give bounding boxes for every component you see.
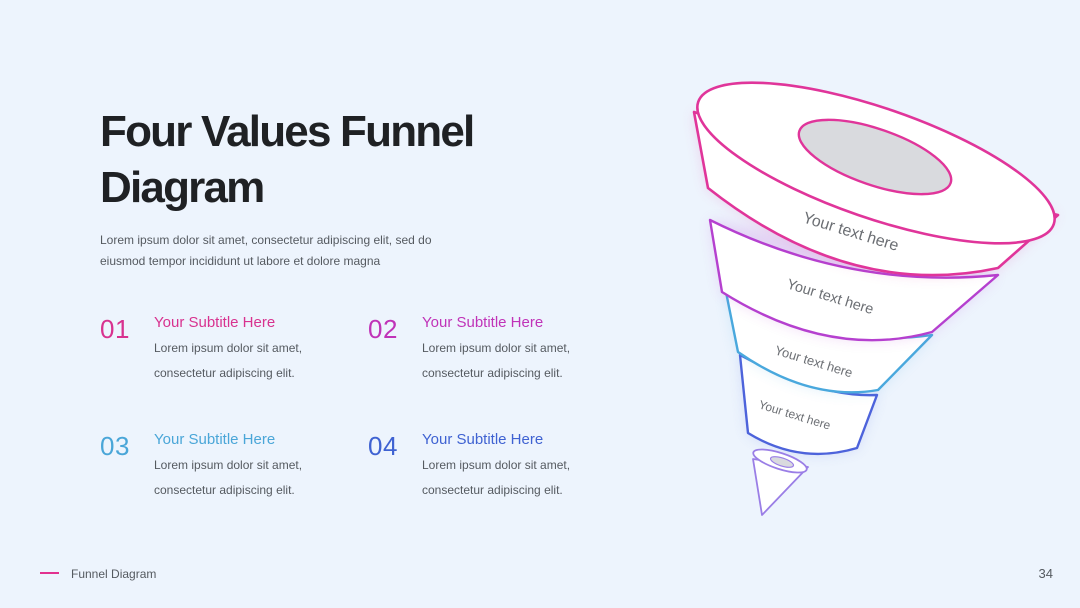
intro-paragraph: Lorem ipsum dolor sit amet, consectetur … (100, 233, 432, 268)
footer-label: Funnel Diagram (71, 567, 157, 581)
value-number: 02 (368, 314, 398, 344)
value-number: 04 (368, 431, 398, 461)
value-subtitle: Your Subtitle Here (422, 314, 544, 331)
funnel-level-1: Your text here (692, 81, 1060, 277)
value-subtitle: Your Subtitle Here (154, 314, 276, 331)
funnel-level-2: Your text here (708, 218, 1000, 342)
funnel-tip (752, 448, 809, 516)
funnel-opening (797, 118, 953, 196)
funnel-diagram: Your text here Your text here Your text … (692, 81, 1060, 516)
value-description: Lorem ipsum dolor sit amet, consectetur … (422, 341, 571, 380)
slide-title: Four Values Funnel Diagram (100, 107, 475, 212)
page-number: 34 (1038, 566, 1053, 581)
value-item-03: 03 Your Subtitle Here Lorem ipsum dolor … (100, 431, 340, 511)
footer-accent-line (40, 572, 59, 574)
value-subtitle: Your Subtitle Here (422, 431, 544, 448)
value-description: Lorem ipsum dolor sit amet, consectetur … (422, 458, 571, 497)
funnel-level-4: Your text here (738, 353, 879, 456)
value-description: Lorem ipsum dolor sit amet, consectetur … (154, 458, 303, 497)
value-number: 01 (100, 314, 130, 344)
value-description: Lorem ipsum dolor sit amet, consectetur … (154, 341, 303, 380)
value-item-01: 01 Your Subtitle Here Lorem ipsum dolor … (100, 314, 340, 394)
value-item-02: 02 Your Subtitle Here Lorem ipsum dolor … (368, 314, 608, 394)
value-number: 03 (100, 431, 130, 461)
value-subtitle: Your Subtitle Here (154, 431, 276, 448)
value-item-04: 04 Your Subtitle Here Lorem ipsum dolor … (368, 431, 608, 511)
